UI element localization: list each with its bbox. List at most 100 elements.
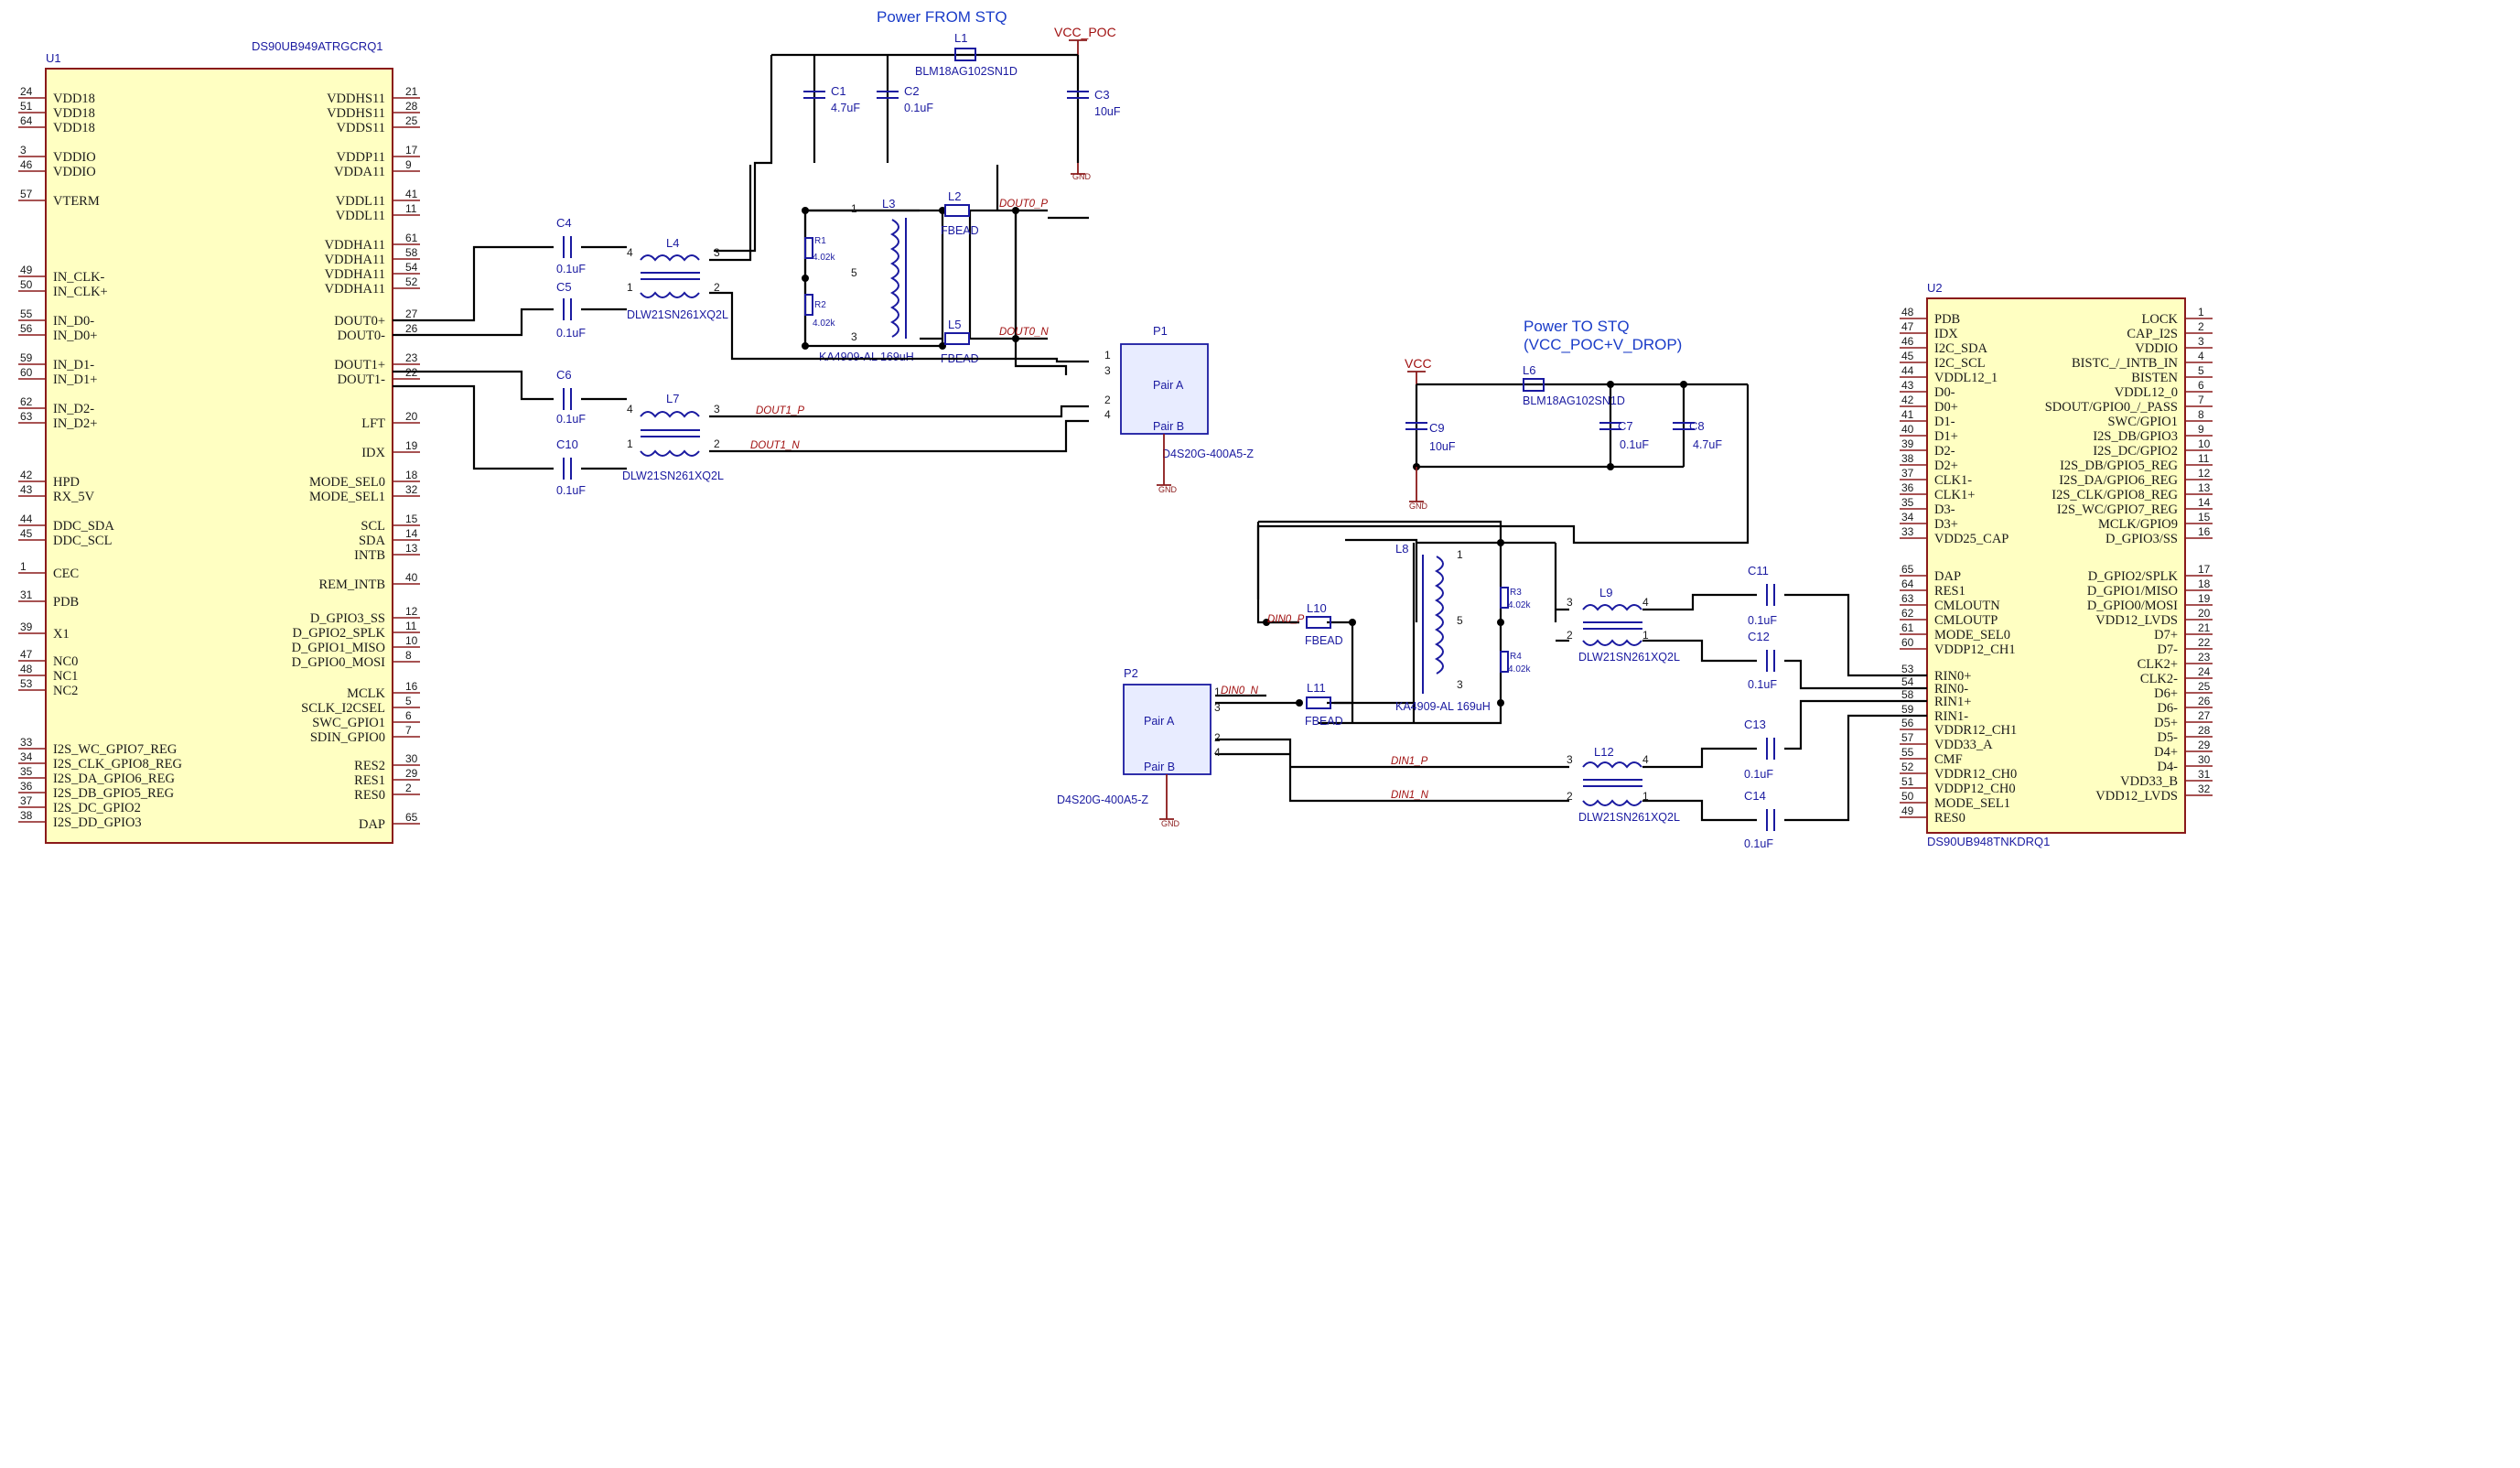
pin-number: 24	[20, 85, 33, 98]
l9-pin-3: 3	[1567, 596, 1573, 609]
c14-value: 0.1uF	[1744, 837, 1773, 850]
pin-label: MODE_SEL1	[1934, 796, 2010, 811]
pin-number: 19	[2198, 592, 2211, 605]
power-to-stq-title: Power TO STQ	[1524, 318, 1630, 335]
pin-number: 20	[405, 410, 418, 423]
l8-pin-3: 3	[1457, 678, 1463, 691]
pin-number: 61	[405, 232, 418, 244]
pin-number: 1	[2198, 306, 2204, 318]
pin-number: 46	[1901, 335, 1914, 348]
c1-ref: C1	[831, 84, 846, 98]
pin-label: VDD33_A	[1934, 738, 1993, 752]
pin-label: IN_D1-	[53, 358, 94, 372]
pin-label: MCLK/GPIO9	[2098, 517, 2178, 532]
pin-number: 45	[1901, 350, 1914, 362]
l3-pin-1: 1	[851, 202, 857, 215]
pin-number: 32	[2198, 783, 2211, 795]
l4-out	[709, 165, 1089, 363]
pin-label: I2S_DA/GPIO6_REG	[2059, 473, 2178, 488]
pin-label: IN_D0-	[53, 314, 94, 329]
pin-label: HPD	[53, 475, 80, 490]
p1-gnd	[1157, 434, 1171, 486]
pin-label: RX_5V	[53, 490, 95, 504]
c2-capacitor: C2 0.1uF	[877, 84, 933, 114]
gnd-symbol-top	[1071, 163, 1085, 175]
c13-value: 0.1uF	[1744, 768, 1773, 781]
c6-value: 0.1uF	[556, 413, 586, 426]
pin-number: 8	[2198, 408, 2204, 421]
pin-number: 62	[1901, 607, 1914, 620]
r2-ref: R2	[814, 300, 826, 310]
pin-number: 40	[1901, 423, 1914, 436]
pin-label: SCLK_I2CSEL	[301, 701, 385, 716]
pin-label: VDDHA11	[325, 253, 385, 267]
cap-to-choke	[581, 245, 627, 470]
pin-number: 62	[20, 395, 33, 408]
pin-label: VDDP11	[337, 150, 385, 165]
pin-label: D2-	[1934, 444, 1955, 459]
pin-label: VDDIO	[2135, 341, 2178, 356]
pin-label: D6+	[2154, 686, 2178, 701]
pin-label: VDD18	[53, 121, 95, 135]
c5-ref: C5	[556, 280, 572, 294]
p1-pin-1: 1	[1104, 349, 1111, 362]
pin-number: 18	[405, 469, 418, 481]
c9-value: 10uF	[1429, 440, 1456, 453]
pin-number: 47	[20, 648, 33, 661]
net-dout0-p: DOUT0_P	[999, 199, 1048, 210]
pin-label: VDDHA11	[325, 267, 385, 282]
pin-label: VDD25_CAP	[1934, 532, 2008, 546]
l5-ref: L5	[948, 318, 961, 331]
c4-capacitor: C4 0.1uF	[556, 216, 586, 275]
pin-number: 34	[1901, 511, 1914, 524]
p2-gnd	[1159, 774, 1174, 820]
pin-label: D3-	[1934, 502, 1955, 517]
net-din0-n: DIN0_N	[1221, 685, 1259, 696]
pin-label: IN_CLK+	[53, 285, 108, 299]
pin-number: 36	[20, 780, 33, 793]
pin-label: LFT	[361, 416, 385, 431]
pin-label: VDD18	[53, 92, 95, 106]
c6-ref: C6	[556, 368, 572, 382]
pin-label: I2S_DC_GPIO2	[53, 801, 141, 815]
pin-number: 26	[405, 322, 418, 335]
pin-number: 58	[1901, 688, 1914, 701]
pin-number: 11	[405, 202, 417, 215]
top-ka4909-frame	[803, 209, 1048, 346]
pin-label: CLK1-	[1934, 473, 1972, 488]
c11-ref: C11	[1748, 564, 1769, 577]
c12-capacitor: C12 0.1uF	[1748, 630, 1777, 691]
pin-number: 58	[405, 246, 418, 259]
r2-value: 4.02k	[813, 318, 835, 329]
pin-number: 41	[405, 188, 418, 200]
pin-number: 51	[20, 100, 33, 113]
pin-number: 12	[2198, 467, 2211, 480]
pin-label: VDD33_B	[2120, 774, 2178, 789]
pin-number: 6	[2198, 379, 2204, 392]
pin-label: VDDL12_0	[2115, 385, 2178, 400]
pin-number: 28	[2198, 724, 2211, 737]
pin-number: 27	[2198, 709, 2211, 722]
gnd-label-bottom: GND	[1409, 502, 1428, 511]
pin-label: I2S_DB/GPIO5_REG	[2060, 459, 2178, 473]
l10-value: FBEAD	[1305, 634, 1343, 647]
pin-label: RES0	[354, 788, 385, 803]
c9-capacitor: C9 10uF	[1405, 421, 1456, 453]
c8-ref: C8	[1689, 419, 1705, 433]
vcc-poc-label: VCC_POC	[1054, 25, 1116, 39]
pin-number: 3	[20, 144, 27, 157]
pin-label: I2S_DC/GPIO2	[2093, 444, 2178, 459]
power-from-stq-block: VCC_POC L1 BLM18AG102SN1D C1 4.7uF C2 0.…	[714, 25, 1121, 253]
pin-number: 52	[405, 275, 418, 288]
pin-label: I2S_CLK/GPIO8_REG	[2052, 488, 2178, 502]
pin-number: 38	[1901, 452, 1914, 465]
pin-number: 27	[405, 308, 418, 320]
pin-label: VDDR12_CH1	[1934, 723, 2017, 738]
pin-number: 7	[2198, 394, 2204, 406]
pin-number: 20	[2198, 607, 2211, 620]
pin-label: I2S_DD_GPIO3	[53, 815, 142, 830]
pin-label: DOUT0-	[338, 329, 386, 343]
